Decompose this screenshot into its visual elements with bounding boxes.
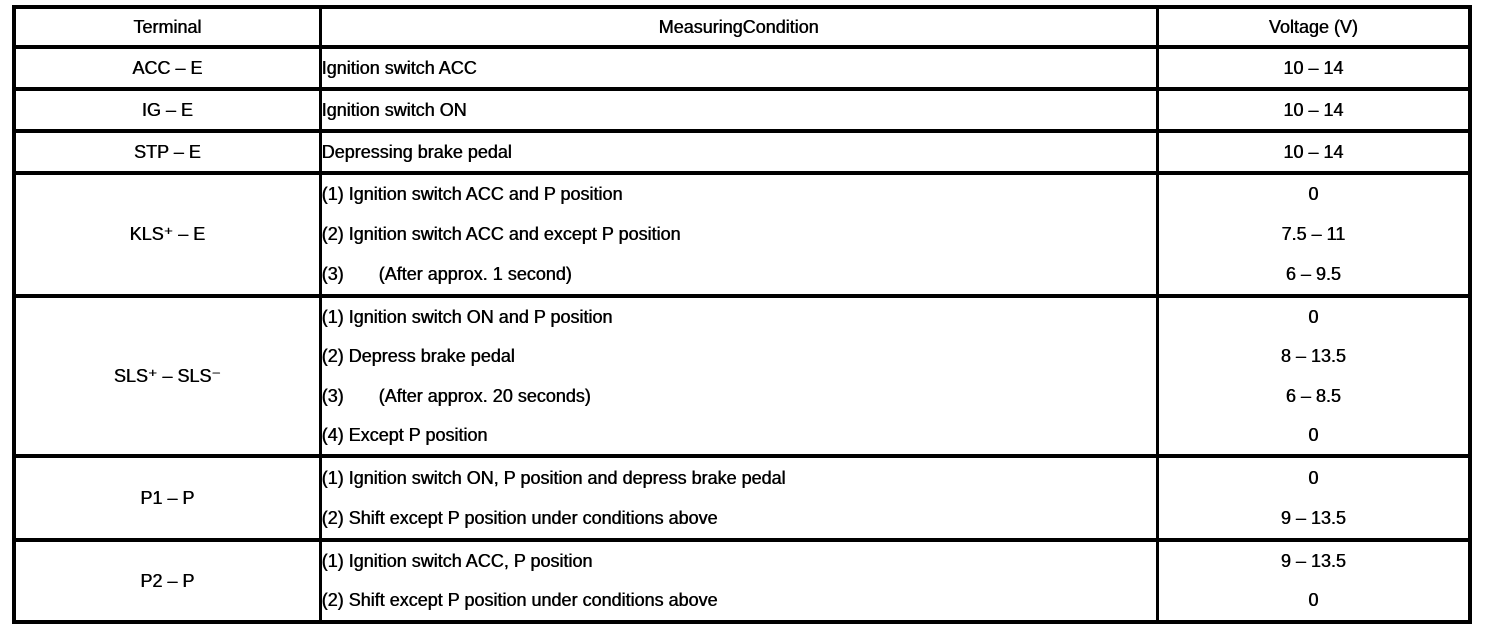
group-sls-sls: SLS⁺ – SLS⁻ (1) Ignition switch ON and P… <box>12 294 1472 456</box>
condition-cell: (1) Ignition switch ACC and P position <box>318 171 1159 214</box>
group-ig-e: IG – E Ignition switch ON 10 – 14 <box>12 87 1472 131</box>
table-row: P1 – P (1) Ignition switch ON, P positio… <box>12 454 1472 540</box>
table-row: ACC – E Ignition switch ACC 10 – 14 <box>12 45 1472 89</box>
voltage-cell: 0 <box>1155 171 1472 214</box>
voltage-cell: 10 – 14 <box>1155 129 1472 173</box>
terminal-cell: STP – E <box>12 129 322 173</box>
condition-cell: (1) Ignition switch ON and P position <box>318 294 1159 336</box>
voltage-cell: 0 <box>1155 416 1472 456</box>
terminal-cell: KLS⁺ – E <box>12 171 322 296</box>
table-row: (3) (After approx. 1 second) 6 – 9.5 <box>14 255 1472 296</box>
voltage-cell: 0 <box>1155 581 1472 622</box>
table-row: (2) Ignition switch ACC and except P pos… <box>14 214 1472 255</box>
group-stp-e: STP – E Depressing brake pedal 10 – 14 <box>12 129 1472 173</box>
voltage-cell: 9 – 13.5 <box>1155 498 1472 540</box>
terminal-cell: IG – E <box>12 87 322 131</box>
condition-cell: Ignition switch ACC <box>318 45 1159 89</box>
voltage-cell: 0 <box>1155 294 1472 336</box>
voltage-cell: 10 – 14 <box>1155 87 1472 131</box>
terminal-cell: SLS⁺ – SLS⁻ <box>12 294 322 456</box>
table-row: (2) Shift except P position under condit… <box>14 498 1472 540</box>
table-row: STP – E Depressing brake pedal 10 – 14 <box>12 129 1472 173</box>
voltage-cell: 6 – 9.5 <box>1155 255 1472 296</box>
voltage-cell: 8 – 13.5 <box>1155 336 1472 376</box>
condition-cell: (2) Shift except P position under condit… <box>318 498 1159 540</box>
terminal-cell: P2 – P <box>12 538 322 622</box>
table-row: (4) Except P position 0 <box>14 416 1472 456</box>
condition-cell: (4) Except P position <box>318 416 1159 456</box>
voltage-cell: 0 <box>1155 454 1472 498</box>
col-header-voltage: Voltage (V) <box>1155 7 1472 49</box>
terminal-voltage-table: Terminal Measuring Condition Voltage (V)… <box>12 5 1472 624</box>
condition-cell: (3) (After approx. 20 seconds) <box>318 376 1159 416</box>
table-row: (2) Shift except P position under condit… <box>14 581 1472 622</box>
col-header-terminal: Terminal <box>12 7 322 49</box>
table-row: IG – E Ignition switch ON 10 – 14 <box>12 87 1472 131</box>
group-p1-p: P1 – P (1) Ignition switch ON, P positio… <box>12 454 1472 540</box>
condition-cell: (1) Ignition switch ACC, P position <box>318 538 1159 581</box>
terminal-cell: P1 – P <box>12 454 322 540</box>
table-row: (3) (After approx. 20 seconds) 6 – 8.5 <box>14 376 1472 416</box>
condition-cell: (2) Ignition switch ACC and except P pos… <box>318 214 1159 255</box>
condition-cell: (1) Ignition switch ON, P position and d… <box>318 454 1159 498</box>
table-row: SLS⁺ – SLS⁻ (1) Ignition switch ON and P… <box>12 294 1472 456</box>
table-header: Terminal Measuring Condition Voltage (V) <box>12 7 1472 49</box>
group-acc-e: ACC – E Ignition switch ACC 10 – 14 <box>12 45 1472 89</box>
voltage-cell: 6 – 8.5 <box>1155 376 1472 416</box>
condition-cell: (3) (After approx. 1 second) <box>318 255 1159 296</box>
voltage-cell: 10 – 14 <box>1155 45 1472 89</box>
condition-cell: (2) Shift except P position under condit… <box>318 581 1159 622</box>
col-header-condition: Measuring Condition <box>318 7 1159 49</box>
voltage-cell: 7.5 – 11 <box>1155 214 1472 255</box>
table-row: (2) Depress brake pedal 8 – 13.5 <box>14 336 1472 376</box>
table-row: KLS⁺ – E (1) Ignition switch ACC and P p… <box>12 171 1472 296</box>
voltage-cell: 9 – 13.5 <box>1155 538 1472 581</box>
terminal-cell: ACC – E <box>12 45 322 89</box>
table-row: P2 – P (1) Ignition switch ACC, P positi… <box>12 538 1472 622</box>
group-kls-e: KLS⁺ – E (1) Ignition switch ACC and P p… <box>12 171 1472 296</box>
condition-cell: Depressing brake pedal <box>318 129 1159 173</box>
group-p2-p: P2 – P (1) Ignition switch ACC, P positi… <box>12 538 1472 622</box>
header-row: Terminal Measuring Condition Voltage (V) <box>12 7 1472 49</box>
condition-cell: (2) Depress brake pedal <box>318 336 1159 376</box>
condition-cell: Ignition switch ON <box>318 87 1159 131</box>
scanned-page: Terminal Measuring Condition Voltage (V)… <box>12 5 1472 624</box>
